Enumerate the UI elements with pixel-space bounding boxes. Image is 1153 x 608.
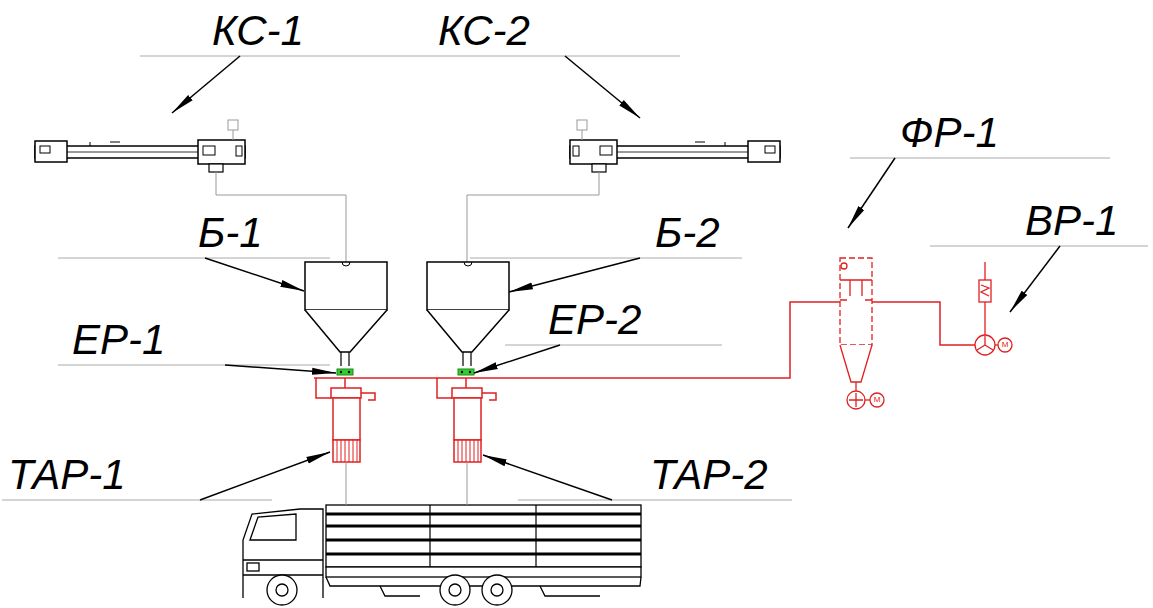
- callout-label: ВР-1: [1025, 200, 1118, 242]
- loader: [437, 378, 496, 462]
- leader-line: [509, 258, 640, 292]
- leader-line: [474, 345, 560, 373]
- truck: [276, 584, 288, 596]
- leader-line: [565, 56, 640, 118]
- leader-line: [1010, 246, 1060, 312]
- leader-line: [205, 258, 304, 291]
- callout-shelf: [58, 365, 330, 366]
- callout-label: ЕР-2: [548, 299, 641, 341]
- truck: [247, 563, 259, 571]
- callout-label: Б-1: [198, 212, 263, 254]
- truck: [326, 505, 641, 567]
- fan: [979, 280, 991, 302]
- conveyor: [35, 120, 245, 172]
- fan: [977, 336, 993, 350]
- motor-mark: М: [874, 396, 881, 404]
- filter: [855, 382, 856, 391]
- truck: [326, 567, 641, 577]
- callout-shelf: [850, 158, 1110, 159]
- filter: [847, 391, 865, 409]
- truck: [250, 514, 296, 540]
- conveyor: [35, 120, 245, 172]
- leader-line: [225, 365, 336, 373]
- callout-shelf: [410, 56, 680, 57]
- aspiration-duct: [314, 302, 975, 378]
- drop-line: [346, 462, 347, 505]
- callout-label: ФР-1: [900, 112, 999, 154]
- feed-line: [216, 172, 599, 262]
- callout-label: ТАР-2: [650, 454, 768, 496]
- aspiration-duct: [872, 302, 975, 345]
- gate: [458, 369, 474, 375]
- truck: [482, 575, 512, 605]
- callout-shelf: [140, 56, 410, 57]
- callout-label: ЕР-1: [72, 319, 165, 361]
- callout-label: КС-1: [212, 10, 304, 52]
- fan: [995, 344, 998, 345]
- filter: [865, 399, 870, 400]
- truck: [243, 560, 323, 575]
- bin: [305, 262, 387, 366]
- callout-shelf: [2, 500, 272, 501]
- callout-shelf: [505, 345, 722, 346]
- callout-shelf: [470, 258, 742, 259]
- truck: [430, 505, 536, 567]
- bin: [305, 262, 387, 366]
- filter: [841, 263, 847, 269]
- fan: [975, 335, 995, 355]
- callout-label: КС-2: [438, 10, 530, 52]
- loader: [437, 378, 496, 462]
- truck: [243, 509, 323, 598]
- truck: [267, 575, 297, 605]
- leader-line: [483, 455, 612, 500]
- fan: [975, 262, 1012, 355]
- callout-shelf: [58, 258, 330, 259]
- feed-line: [467, 172, 599, 262]
- bin: [427, 262, 509, 366]
- callout-shelf: [930, 246, 1148, 247]
- gate: [337, 369, 353, 375]
- loader: [316, 378, 375, 462]
- callout-label: ТАР-1: [8, 454, 126, 496]
- conveyor: [570, 120, 780, 172]
- loader: [316, 378, 375, 462]
- truck: [243, 505, 641, 605]
- callout-shelf: [2, 56, 1148, 500]
- bin: [427, 262, 509, 366]
- callout-shelf: [518, 500, 792, 501]
- leader-line: [848, 158, 895, 228]
- truck: [380, 586, 600, 596]
- gate: [337, 369, 353, 375]
- filter: [840, 345, 872, 382]
- filter: [870, 393, 884, 407]
- filter: [840, 258, 872, 345]
- truck: [326, 514, 641, 554]
- truck: [440, 575, 470, 605]
- truck: [491, 584, 503, 596]
- drop-line: [467, 462, 468, 505]
- filter: [840, 258, 884, 409]
- conveyor: [570, 120, 780, 172]
- filter: [849, 393, 863, 407]
- fan: [998, 338, 1012, 352]
- callout-label: Б-2: [655, 212, 720, 254]
- leader-line: [200, 452, 330, 500]
- drop-line: [346, 462, 467, 505]
- leader-line: [172, 56, 1060, 500]
- motor-mark: М: [1002, 341, 1009, 349]
- fan: [981, 285, 989, 296]
- truck: [449, 584, 461, 596]
- leader-line: [172, 56, 240, 113]
- filter: [840, 280, 872, 300]
- gate: [458, 369, 474, 375]
